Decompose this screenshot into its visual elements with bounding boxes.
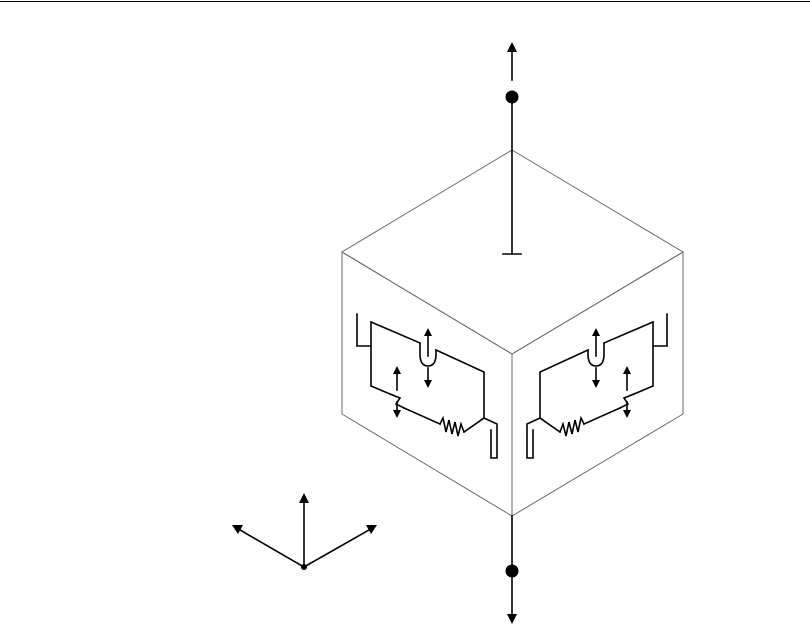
coordinate-triad [232, 493, 377, 570]
arrow-down-icon [507, 614, 517, 624]
top-load-axis [503, 42, 521, 254]
origin-icon [301, 564, 307, 570]
load-point-icon [506, 565, 519, 578]
axis-upper-left-arrow-icon [232, 525, 243, 534]
bottom-load-axis [506, 516, 519, 624]
axis-upper-right-arrow-icon [366, 525, 377, 534]
left-face-network [357, 314, 497, 458]
arrow-up-icon [507, 42, 517, 52]
load-point-icon [506, 91, 519, 104]
axis-up-arrow-icon [299, 493, 309, 503]
